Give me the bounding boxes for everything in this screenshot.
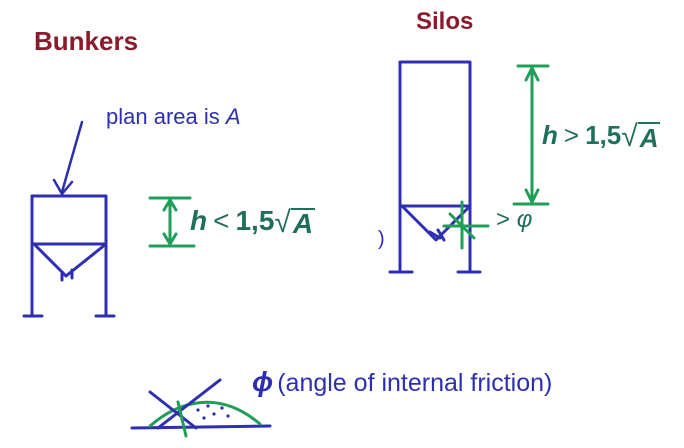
friction-text: (angle of internal friction) bbox=[277, 369, 553, 397]
pile-particles bbox=[196, 404, 230, 420]
silo-sketch bbox=[388, 60, 482, 274]
silo-outlet-marks bbox=[428, 228, 446, 242]
bunker-sketch bbox=[22, 120, 116, 318]
plan-area-prefix: plan area is bbox=[106, 104, 226, 129]
angle-line bbox=[148, 378, 222, 430]
angle-arc bbox=[176, 400, 188, 438]
bunker-formula-var: h bbox=[190, 205, 208, 236]
bunker-formula-coef: 1,5 bbox=[235, 205, 275, 236]
silo-height-dimension bbox=[442, 64, 550, 250]
bunker-outlet-marks bbox=[60, 268, 74, 282]
bunker-walls bbox=[30, 194, 108, 318]
friction-pile-sketch bbox=[130, 378, 272, 438]
bunker-formula: h < 1,5 √A bbox=[190, 204, 316, 239]
plan-area-arrow bbox=[52, 120, 84, 196]
silo-angle-relation: > bbox=[496, 206, 511, 233]
plan-area-var: A bbox=[225, 104, 241, 129]
silo-formula-relation: > bbox=[563, 119, 580, 150]
silo-angle-label: > φ bbox=[496, 206, 532, 234]
silo-formula-radical: √A bbox=[621, 120, 661, 153]
silo-formula: h > 1,5 √A bbox=[542, 118, 661, 153]
friction-symbol: ϕ bbox=[252, 366, 274, 397]
silo-hopper bbox=[398, 204, 472, 242]
plan-area-note: plan area is A bbox=[106, 104, 241, 130]
bunker-formula-radicand: A bbox=[290, 208, 316, 239]
silo-angle-symbol: φ bbox=[516, 206, 533, 233]
friction-label: ϕ(angle of internal friction) bbox=[252, 366, 552, 398]
ground-line bbox=[130, 424, 272, 430]
silos-title: Silos bbox=[416, 8, 474, 35]
silo-formula-coef: 1,5 bbox=[585, 119, 622, 150]
silo-angle-lines bbox=[442, 200, 490, 250]
silo-stray-mark: ) bbox=[378, 228, 385, 250]
bunker-formula-radical: √A bbox=[274, 206, 316, 239]
bunker-hopper bbox=[30, 242, 108, 278]
silo-formula-var: h bbox=[542, 119, 558, 150]
bunkers-title: Bunkers bbox=[34, 26, 139, 56]
bunker-height-dimension bbox=[148, 196, 196, 248]
pile-profile bbox=[148, 400, 262, 428]
bunker-formula-relation: < bbox=[213, 205, 230, 236]
silo-formula-radicand: A bbox=[637, 122, 661, 153]
silo-walls bbox=[398, 60, 472, 274]
